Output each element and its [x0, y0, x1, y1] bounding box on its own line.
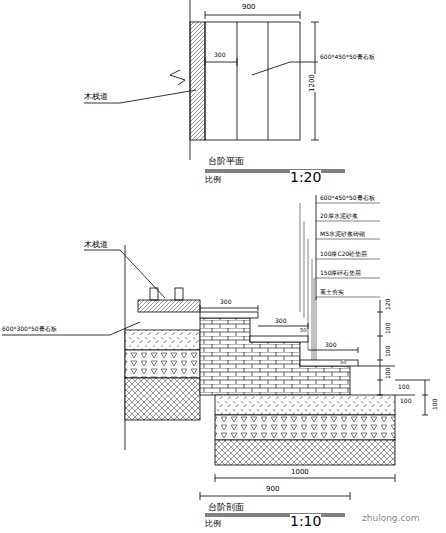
drawing-label: 100厚C20砼垫层 — [320, 251, 367, 257]
drawing-label: 100 — [400, 398, 411, 404]
drawing-label: 120 — [385, 299, 391, 310]
drawing-label: 台阶剖面 — [208, 503, 244, 512]
watermark: zhulong.com — [362, 514, 420, 523]
drawing-label: 1000 — [291, 469, 309, 476]
drawing-label: 300 — [275, 318, 286, 324]
drawing-label: 1200 — [309, 74, 316, 92]
drawing-label: 600*450*50青石板 — [320, 195, 375, 201]
drawing-label: 150厚碎石垫层 — [320, 270, 361, 276]
drawing-label: 600*450*50青石板 — [320, 54, 375, 60]
drawing-label: 100 — [385, 323, 391, 334]
drawing-label: 木栈道 — [84, 93, 108, 101]
drawing-label: 100 — [432, 399, 438, 410]
drawing-label: 900 — [266, 486, 279, 493]
drawing-label: 300 — [325, 342, 336, 348]
drawing-label: 比例 — [205, 520, 221, 528]
drawing-label: 50 — [340, 360, 346, 365]
drawing-label: 100 — [398, 384, 409, 390]
drawing-label: 1:20 — [290, 170, 321, 184]
drawing-label: 100 — [385, 368, 391, 379]
drawing-label: 20厚水泥砂浆 — [320, 213, 358, 219]
drawing-label: 300 — [220, 299, 231, 305]
drawing-label: 300 — [214, 52, 225, 58]
drawing-label: 100 — [385, 346, 391, 357]
drawing-label: 50 — [300, 328, 306, 333]
drawing-label: 木栈道 — [84, 241, 108, 249]
drawing-label: 600*300*50青石板 — [2, 326, 57, 332]
drawing-label: 900 — [242, 4, 255, 11]
drawing-label: 台阶平面 — [208, 157, 244, 166]
drawing-label: 素土夯实 — [320, 289, 344, 295]
drawing-label: 1:10 — [290, 514, 321, 528]
drawing-label: 比例 — [205, 176, 221, 184]
drawing-label: M5水泥砂浆砖砌 — [320, 231, 365, 237]
